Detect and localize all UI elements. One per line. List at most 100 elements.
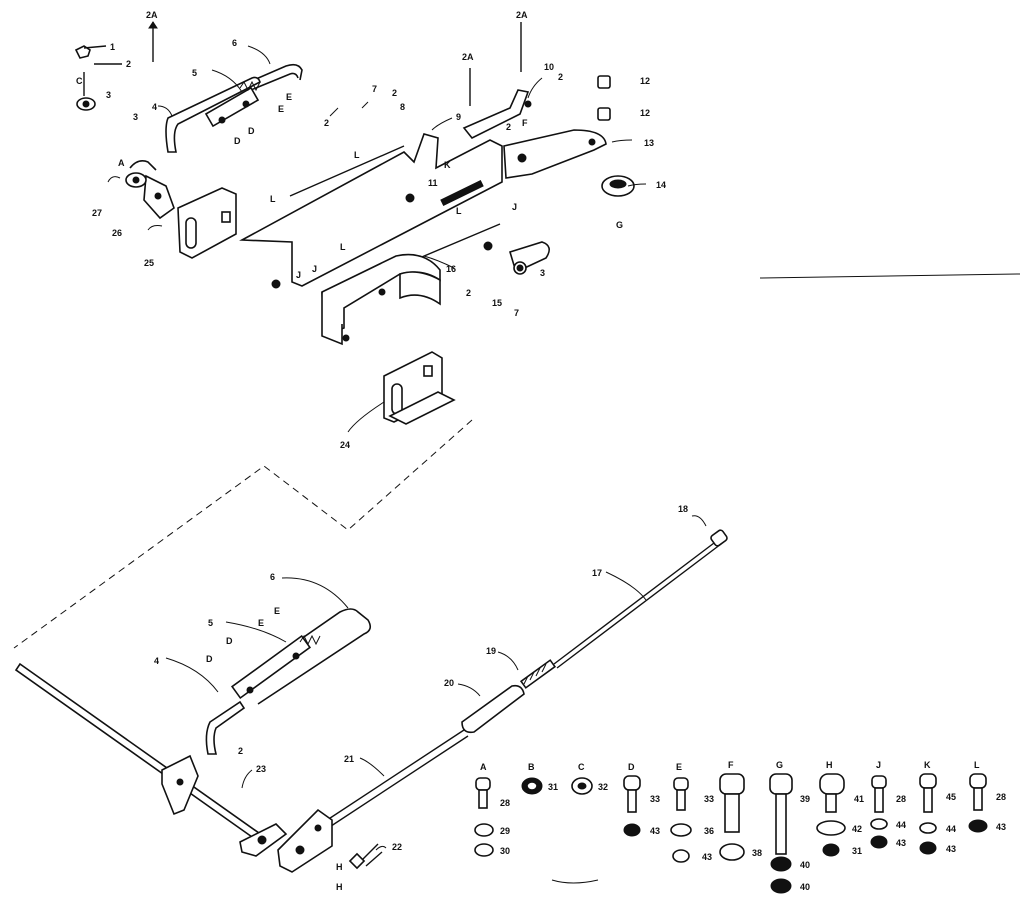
hardware-k [919,773,937,855]
nut-3-top-left [76,97,96,111]
legend-letter-l: L [974,760,980,770]
legend-letter-c: C [578,762,585,772]
legend-letter-f: F [728,760,734,770]
hardware-a [474,777,494,857]
callout-4: 4 [154,656,159,666]
pivot-j [483,241,493,251]
legend-letter-g: G [776,760,783,770]
bar-5-upper [204,80,261,128]
callout-2: 2 [506,122,511,132]
callout-j: J [312,264,317,274]
callout-2: 2 [238,746,243,756]
callout-l: L [354,150,360,160]
callout-j: J [296,270,301,280]
callout-20: 20 [444,678,454,688]
legend-item: 44 [896,820,906,830]
legend-letter-e: E [676,762,682,772]
callout-g: G [616,220,623,230]
nut-14 [601,175,635,197]
callout-1: 1 [110,42,115,52]
callout-d: D [248,126,255,136]
callout-10: 10 [544,62,554,72]
legend-item: 38 [752,848,762,858]
callout-2a: 2A [462,52,474,62]
group-boundary [13,419,473,649]
hardware-b [521,777,543,795]
callout-c: C [76,76,83,86]
callout-h: H [336,882,343,892]
callout-27: 27 [92,208,102,218]
legend-item: 30 [500,846,510,856]
legend-item: 43 [650,826,660,836]
bolt-1 [74,45,107,59]
cap-12-b [597,107,611,121]
rod-17 [553,539,719,665]
callout-6: 6 [270,572,275,582]
shaft-upper [289,145,405,197]
callout-5: 5 [192,68,197,78]
handle-6-lower [205,608,372,755]
legend-item: 43 [896,838,906,848]
shaft-bracket-right [239,823,288,857]
callout-5: 5 [208,618,213,628]
bracket-25 [177,187,237,259]
callout-k: K [444,160,451,170]
legend-letter-j: J [876,760,881,770]
callout-24: 24 [340,440,350,450]
callout-17: 17 [592,568,602,578]
callout-22: 22 [392,842,402,852]
hardware-f [719,773,745,861]
legend-letter-h: H [826,760,833,770]
callout-e: E [258,618,264,628]
shaft-23 [14,662,268,846]
squiggle [551,879,599,884]
callout-a: A [118,158,125,168]
legend-item: 40 [800,860,810,870]
callout-e: E [274,606,280,616]
legend-item: 41 [854,794,864,804]
callout-8: 8 [400,102,405,112]
callout-19: 19 [486,646,496,656]
callout-7: 7 [514,308,519,318]
bracket-26 [143,174,175,220]
callout-d: D [226,636,233,646]
callout-j: J [512,202,517,212]
knob-18 [710,529,728,547]
callout-16: 16 [446,264,456,274]
legend-item: 43 [946,844,956,854]
legend-item: 43 [702,852,712,862]
link-13 [503,129,607,179]
hardware-d [623,775,641,837]
legend-item: 43 [996,822,1006,832]
callout-6: 6 [232,38,237,48]
callout-2a: 2A [146,10,158,20]
legend-item: 28 [996,792,1006,802]
callout-21: 21 [344,754,354,764]
rod-21 [317,729,465,827]
callout-2a: 2A [516,10,528,20]
callout-14: 14 [656,180,666,190]
legend-item: 40 [800,882,810,892]
hardware-c [571,777,593,795]
bracket-24 [383,351,456,425]
hardware-j [870,775,888,849]
legend-item: 28 [500,798,510,808]
arm-10 [462,89,532,140]
cap-12-a [597,75,611,89]
callout-11: 11 [428,178,438,188]
callout-18: 18 [678,504,688,514]
legend-item: 33 [704,794,714,804]
pin-22 [348,843,383,870]
callout-3: 3 [106,90,111,100]
callout-2: 2 [466,288,471,298]
threaded-19 [519,659,557,689]
rule-line [759,273,1021,279]
washer-27 [125,172,147,188]
legend-item: 29 [500,826,510,836]
callout-e: E [278,104,284,114]
callout-2: 2 [324,118,329,128]
lever-plate [277,808,333,873]
callout-3: 3 [133,112,138,122]
legend-item: 31 [548,782,558,792]
